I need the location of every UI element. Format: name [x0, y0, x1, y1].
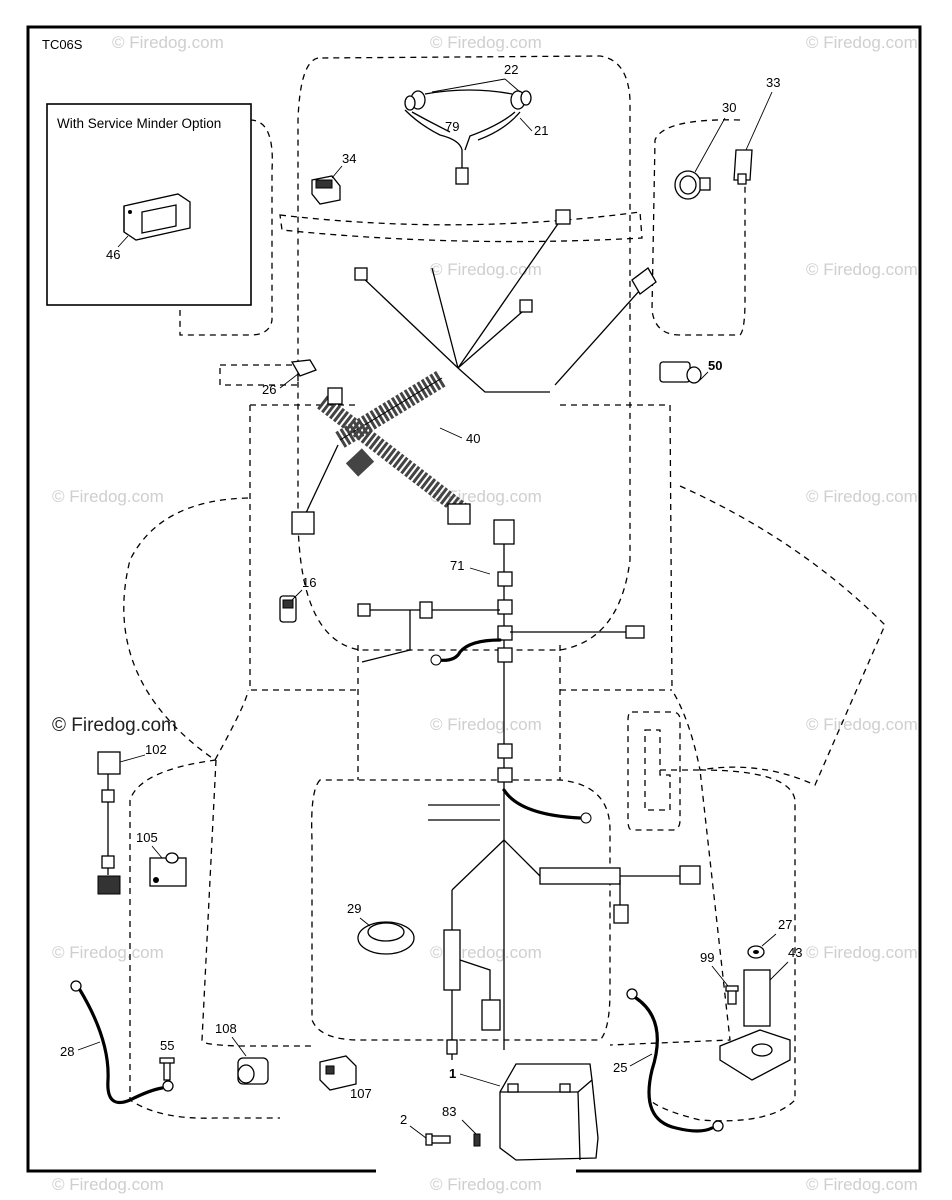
solenoid-105: [149, 852, 187, 887]
callout-22: 22: [504, 62, 518, 77]
callout-29: 29: [347, 901, 361, 916]
nut-83: [473, 1133, 481, 1147]
svg-text:© Firedog.com: © Firedog.com: [52, 487, 164, 506]
svg-text:© Firedog.com: © Firedog.com: [112, 33, 224, 52]
callout-16: 16: [302, 575, 316, 590]
callout-83: 83: [442, 1104, 456, 1119]
ground-cable-28: [70, 980, 174, 1105]
fuse-26: [290, 359, 317, 377]
callout-40: 40: [466, 431, 480, 446]
callout-105: 105: [136, 830, 158, 845]
callout-26: 26: [262, 382, 276, 397]
svg-text:© Firedog.com: © Firedog.com: [806, 33, 918, 52]
main-harness-40: [291, 209, 657, 535]
wire-102: [97, 751, 121, 895]
battery-1: [499, 1063, 599, 1161]
washer-27: [747, 945, 765, 959]
svg-text:© Firedog.com: © Firedog.com: [52, 943, 164, 962]
watermark-dark: © Firedog.com: [52, 715, 177, 736]
svg-text:© Firedog.com: © Firedog.com: [430, 487, 542, 506]
bolt-99: [725, 985, 739, 1005]
svg-text:© Firedog.com: © Firedog.com: [806, 1175, 918, 1194]
service-minder-inset: With Service Minder Option 46: [46, 103, 252, 306]
watermarks: © Firedog.com © Firedog.com © Firedog.co…: [52, 33, 918, 1194]
bolt-55: [159, 1057, 175, 1081]
svg-text:© Firedog.com: © Firedog.com: [430, 33, 542, 52]
relay-50: [659, 361, 702, 384]
rear-harness-71: [357, 519, 701, 1060]
relay-108: [237, 1057, 269, 1085]
callout-50: 50: [708, 358, 722, 373]
tractor-outline: [123, 55, 886, 1122]
callout-46: 46: [106, 247, 120, 262]
callout-28: 28: [60, 1044, 74, 1059]
callout-21: 21: [534, 123, 548, 138]
callout-108: 108: [215, 1021, 237, 1036]
svg-text:© Firedog.com: © Firedog.com: [806, 715, 918, 734]
callout-102: 102: [145, 742, 167, 757]
svg-text:© Firedog.com: © Firedog.com: [430, 1175, 542, 1194]
callout-71: 71: [450, 558, 464, 573]
svg-text:© Firedog.com: © Firedog.com: [52, 1175, 164, 1194]
diagram-code: TC06S: [42, 37, 83, 52]
bracket-43: [719, 969, 791, 1081]
battery-cable-25: [626, 988, 724, 1133]
callout-30: 30: [722, 100, 736, 115]
callout-55: 55: [160, 1038, 174, 1053]
callout-25: 25: [613, 1060, 627, 1075]
callout-33: 33: [766, 75, 780, 90]
switch-34: [311, 175, 341, 205]
alarm-29: [357, 921, 415, 955]
callout-2: 2: [400, 1112, 407, 1127]
headlight-harness: [404, 89, 532, 185]
module-107: [319, 1055, 357, 1091]
callout-99: 99: [700, 950, 714, 965]
service-minder-module: [123, 193, 191, 241]
callout-27: 27: [778, 917, 792, 932]
callout-1: 1: [449, 1066, 456, 1081]
callout-43: 43: [788, 945, 802, 960]
callout-34: 34: [342, 151, 356, 166]
bolt-2: [425, 1133, 451, 1146]
inset-title: With Service Minder Option: [57, 116, 221, 131]
ignition-switch-30: [674, 170, 711, 200]
callout-107: 107: [350, 1086, 372, 1101]
svg-text:© Firedog.com: © Firedog.com: [806, 260, 918, 279]
svg-text:© Firedog.com: © Firedog.com: [806, 487, 918, 506]
svg-text:© Firedog.com: © Firedog.com: [430, 260, 542, 279]
svg-text:© Firedog.com: © Firedog.com: [806, 943, 918, 962]
key-33: [733, 149, 753, 185]
switch-16: [279, 595, 297, 623]
svg-text:© Firedog.com: © Firedog.com: [430, 715, 542, 734]
callout-79: 79: [445, 119, 459, 134]
